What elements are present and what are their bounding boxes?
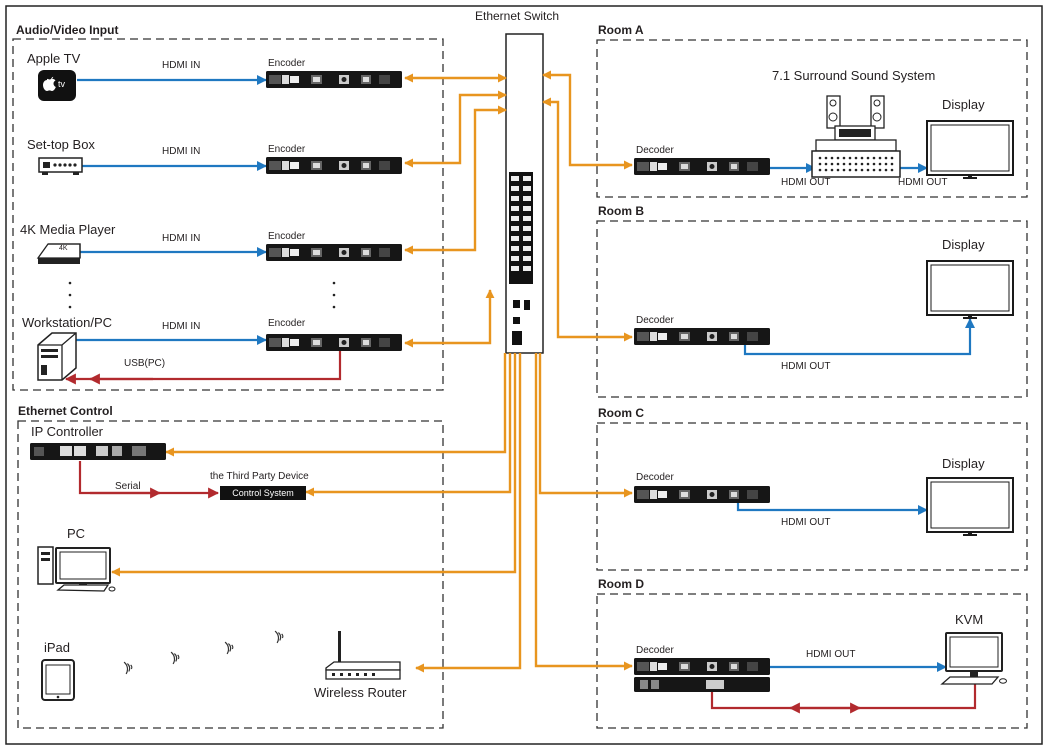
display-room-c bbox=[926, 477, 1014, 537]
wifi-wave-4 bbox=[274, 629, 285, 644]
hdmi-out-c bbox=[736, 500, 928, 515]
decoder-room-a bbox=[634, 158, 770, 175]
source-apple-tv: Apple TV bbox=[27, 51, 81, 66]
eth-link-router bbox=[415, 353, 522, 673]
pc-label: PC bbox=[67, 526, 86, 541]
outer-frame bbox=[5, 5, 1043, 745]
ipad-label: iPad bbox=[44, 640, 71, 655]
encoder-4 bbox=[266, 334, 402, 351]
eth-link-enc2 bbox=[404, 90, 507, 168]
ip-controller-device bbox=[30, 443, 166, 460]
decoder-room-b bbox=[634, 328, 770, 345]
encoder-label-3: Encoder bbox=[268, 231, 306, 242]
encoder-1 bbox=[266, 71, 402, 88]
room-c-box bbox=[596, 422, 1028, 571]
wifi-wave-3 bbox=[224, 640, 235, 655]
decoder-room-d bbox=[634, 658, 770, 675]
hdmi-in-label-1: HDMI IN bbox=[162, 60, 201, 71]
section-ethernet-control: Ethernet Control bbox=[18, 404, 113, 418]
pc-device bbox=[37, 546, 116, 592]
media-player-badge: 4K bbox=[59, 245, 68, 252]
hdmi-out-label-c: HDMI OUT bbox=[781, 517, 831, 528]
third-party-label: the Third Party Device bbox=[210, 471, 309, 482]
serial-label: Serial bbox=[115, 481, 141, 492]
hdmi-out-label-d: HDMI OUT bbox=[806, 649, 856, 660]
hdmi-out-label-a1: HDMI OUT bbox=[781, 177, 831, 188]
hdmi-in-label-2: HDMI IN bbox=[162, 146, 201, 157]
section-av-input: Audio/Video Input bbox=[16, 23, 119, 37]
section-room-a: Room A bbox=[598, 23, 644, 37]
hdmi-in-label-3: HDMI IN bbox=[162, 233, 201, 244]
usb-line bbox=[64, 350, 342, 385]
display-label-a: Display bbox=[942, 97, 985, 112]
wireless-router-label: Wireless Router bbox=[314, 685, 407, 700]
wifi-wave-1 bbox=[123, 660, 134, 675]
eth-link-room-c bbox=[538, 353, 633, 498]
encoder-label-2: Encoder bbox=[268, 144, 306, 155]
usb-label: USB(PC) bbox=[124, 358, 166, 369]
hdmi-out-label-a2: HDMI OUT bbox=[898, 177, 948, 188]
wifi-wave-2 bbox=[170, 650, 181, 665]
decoder-label-b: Decoder bbox=[636, 315, 674, 326]
ip-controller-label: IP Controller bbox=[31, 424, 104, 439]
hdmi-out-label-b: HDMI OUT bbox=[781, 361, 831, 372]
encoder-label-1: Encoder bbox=[268, 58, 306, 69]
surround-label: 7.1 Surround Sound System bbox=[772, 68, 936, 83]
surround-sound-system bbox=[811, 95, 901, 178]
source-set-top-box: Set-top Box bbox=[27, 137, 95, 152]
source-media-player: 4K Media Player bbox=[20, 222, 116, 237]
encoder-3 bbox=[266, 244, 402, 261]
ethernet-switch bbox=[505, 33, 544, 354]
hdmi-in-label-4: HDMI IN bbox=[162, 321, 201, 332]
eth-link-control-system bbox=[305, 353, 512, 497]
display-label-b: Display bbox=[942, 237, 985, 252]
source-workstation: Workstation/PC bbox=[22, 315, 113, 330]
media-player-device bbox=[36, 243, 81, 264]
kvm-label: KVM bbox=[955, 612, 984, 627]
switch-label: Ethernet Switch bbox=[475, 9, 560, 23]
display-label-c: Display bbox=[942, 456, 985, 471]
decoder-label-a: Decoder bbox=[636, 145, 674, 156]
eth-link-room-a bbox=[542, 70, 633, 170]
section-room-d: Room D bbox=[598, 577, 644, 591]
section-room-c: Room C bbox=[598, 406, 644, 420]
eth-link-room-b bbox=[542, 97, 633, 342]
encoder-2 bbox=[266, 157, 402, 174]
kvm-workstation bbox=[940, 632, 1007, 685]
serial-line bbox=[78, 461, 220, 499]
ipad-device bbox=[41, 659, 75, 701]
decoder-label-d: Decoder bbox=[636, 645, 674, 656]
hdmi-out-b bbox=[743, 318, 975, 356]
display-room-a bbox=[926, 120, 1014, 180]
wireless-router-device bbox=[325, 631, 401, 680]
workstation-tower-device bbox=[37, 332, 77, 381]
eth-link-pc bbox=[111, 353, 517, 577]
decoder-label-c: Decoder bbox=[636, 472, 674, 483]
display-room-b bbox=[926, 260, 1014, 320]
eth-link-ip-controller bbox=[165, 353, 507, 457]
ethernet-control-box bbox=[17, 420, 444, 729]
room-d-box bbox=[596, 593, 1028, 729]
decoder-room-c bbox=[634, 486, 770, 503]
section-room-b: Room B bbox=[598, 204, 644, 218]
eth-link-room-d bbox=[534, 353, 633, 671]
apple-tv-device bbox=[38, 70, 76, 101]
set-top-box-device bbox=[38, 157, 83, 175]
eth-link-enc3 bbox=[404, 105, 507, 255]
eth-link-enc4 bbox=[404, 289, 495, 348]
control-system-box: Control System bbox=[220, 486, 306, 500]
encoder-label-4: Encoder bbox=[268, 318, 306, 329]
apple-tv-badge: tv bbox=[58, 79, 66, 89]
kvm-extender bbox=[634, 677, 770, 692]
